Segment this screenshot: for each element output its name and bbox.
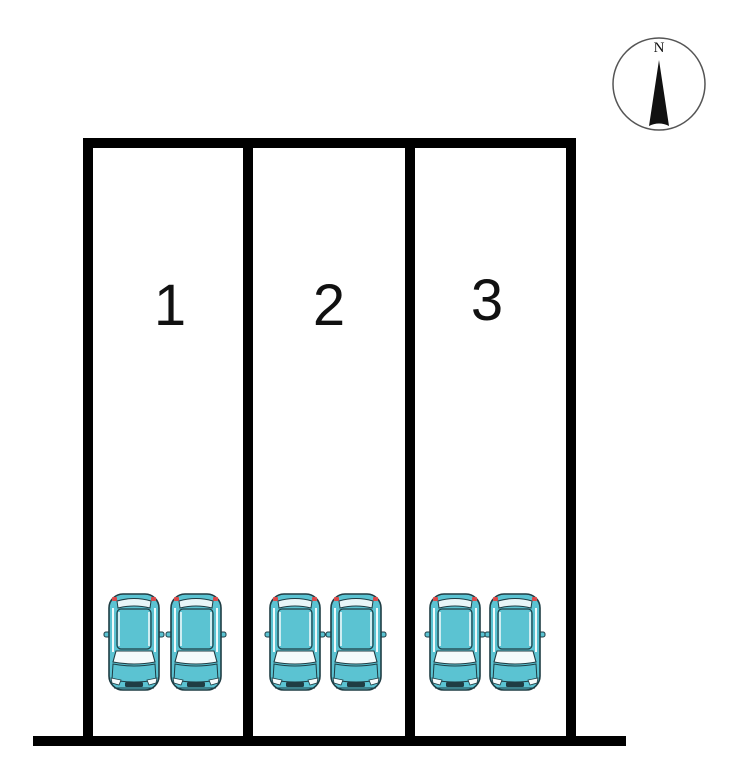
car-icon-lot-1-b [165, 593, 227, 691]
car-icon-lot-2-b [325, 593, 387, 691]
lot-number-1: 1 [154, 273, 186, 338]
car-icon-lot-2-a [264, 593, 326, 691]
lot-number-2: 2 [313, 273, 345, 338]
north-arrow-icon [649, 60, 669, 126]
car-icon-lot-3-b [484, 593, 546, 691]
lot-number-3: 3 [471, 268, 503, 333]
compass-north-label: N [654, 40, 665, 56]
car-icon-lot-3-a [424, 593, 486, 691]
north-compass: N [612, 37, 706, 131]
car-icon-lot-1-a [103, 593, 165, 691]
